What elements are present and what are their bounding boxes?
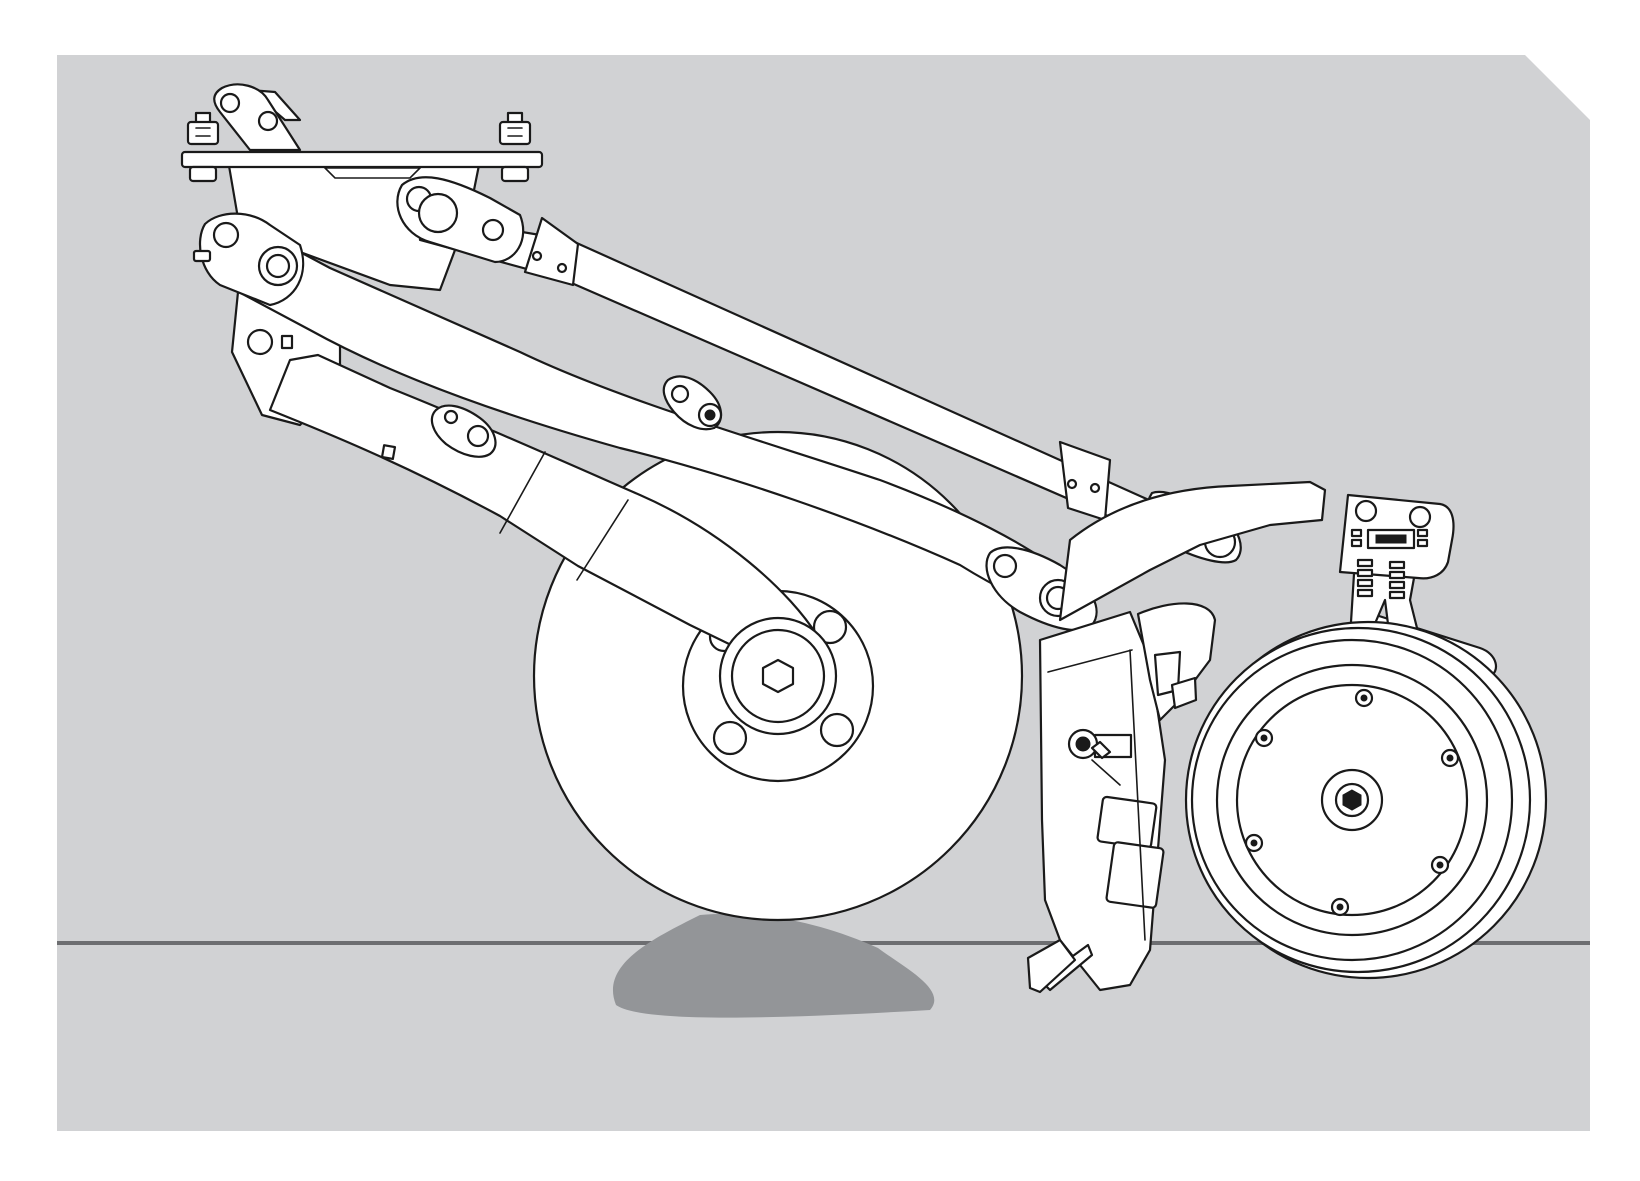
wing-nut [1067, 728, 1121, 786]
disc-hub-bearing [718, 616, 838, 736]
gauge-press-wheel [1184, 620, 1548, 980]
pivot-hole [212, 221, 240, 249]
pivot-hole [481, 218, 505, 242]
lower-parallel-arm [268, 353, 822, 662]
hub-nut [761, 658, 795, 694]
mounting-bolt-left [186, 111, 220, 183]
disc-bolt-hole [819, 712, 855, 748]
wheel-bolts [1244, 688, 1460, 917]
pivot-hole [246, 328, 274, 356]
soil-furrow [612, 913, 935, 1018]
seed-tube-shank [1026, 602, 1217, 994]
pivot-hole [417, 192, 459, 234]
mounting-bolt-right [498, 111, 532, 183]
pivot-hole [219, 92, 241, 114]
disc-bolt-hole [712, 720, 748, 756]
pivot-hole [265, 253, 291, 279]
adjustment-link [662, 375, 723, 431]
disc-bolt-hole [812, 609, 848, 645]
pivot-hole [257, 110, 279, 132]
mounting-plate [180, 150, 544, 169]
